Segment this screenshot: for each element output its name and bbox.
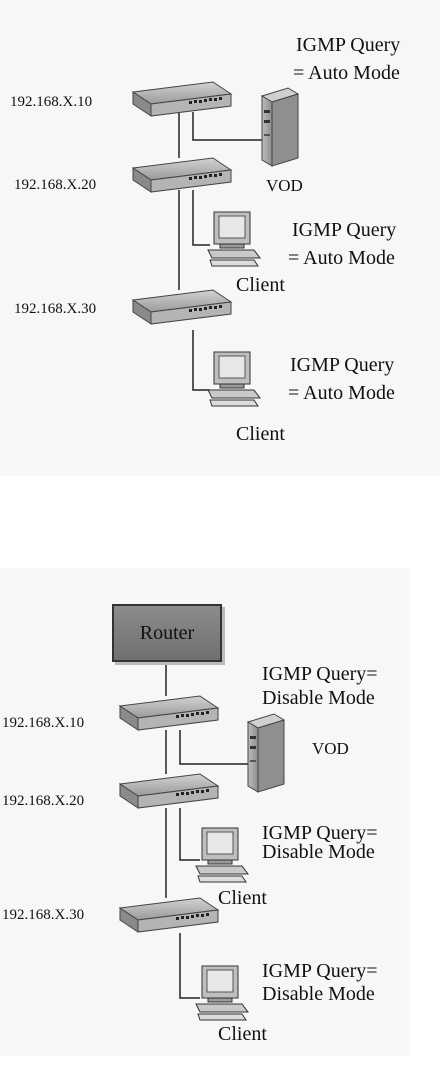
vod-server-icon [248,714,284,792]
igmp-query-label: IGMP Query [290,355,394,375]
client-computer-icon [208,352,260,406]
igmp-query-mode: Disable Mode [262,688,375,708]
client-label: Client [236,424,285,444]
switch-icon [120,898,218,932]
auto-mode-diagram: 192.168.X.10 192.168.X.20 192.168.X.30 I… [0,0,440,476]
disable-mode-diagram: Router 192.168.X.10 192.168.X.20 192.168… [0,568,410,1056]
switch-icon [133,82,231,116]
igmp-query-mode: Disable Mode [262,842,375,862]
igmp-query-label: IGMP Query= [262,961,378,981]
switch-icon [120,774,218,808]
client-label: Client [218,1024,267,1044]
igmp-query-label: IGMP Query [296,35,400,55]
switch-ip-label: 192.168.X.30 [2,908,84,923]
router-label: Router [140,622,194,645]
switch-ip-label: 192.168.X.20 [14,178,96,193]
switch-ip-label: 192.168.X.10 [10,95,92,110]
switch-ip-label: 192.168.X.20 [2,794,84,809]
igmp-query-mode: = Auto Mode [293,63,400,83]
igmp-query-label: IGMP Query= [262,664,378,684]
client-label: Client [218,888,267,908]
switch-ip-label: 192.168.X.30 [14,302,96,317]
igmp-query-mode: = Auto Mode [288,248,395,268]
switch-icon [133,290,231,324]
switch-icon [133,158,231,192]
igmp-query-mode: = Auto Mode [288,383,395,403]
router-box: Router [112,604,222,662]
igmp-query-label: IGMP Query [292,220,396,240]
igmp-query-mode: Disable Mode [262,984,375,1004]
switch-icon [120,696,218,730]
vod-server-icon [262,88,298,166]
switch-ip-label: 192.168.X.10 [2,716,84,731]
vod-label: VOD [266,177,303,194]
igmp-query-label: IGMP Query= [262,823,378,843]
client-computer-icon [196,828,248,882]
client-computer-icon [196,966,248,1020]
vod-label: VOD [312,740,349,757]
client-label: Client [236,275,285,295]
client-computer-icon [208,212,260,266]
